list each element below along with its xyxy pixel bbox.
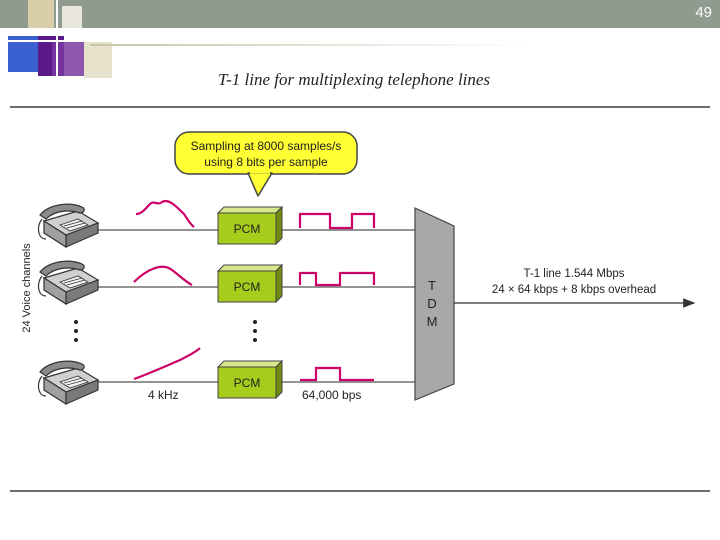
svg-text:PCM: PCM [234, 280, 261, 294]
decor-square-purple-2 [52, 42, 88, 76]
analog-signals [133, 199, 201, 381]
digital-signals [298, 212, 376, 382]
tdm-multiplexer: T D M [414, 207, 455, 401]
decor-hline [0, 40, 720, 42]
callout-line-2: using 8 bits per sample [204, 155, 328, 169]
pcm-encoder: PCM [216, 359, 284, 400]
top-rule [10, 106, 710, 108]
channel-wires [96, 229, 415, 383]
telephone-icon [37, 203, 99, 248]
decor-hline-fade [90, 44, 530, 46]
svg-text:PCM: PCM [234, 222, 261, 236]
decor-square-tan [28, 0, 54, 28]
pcm-encoder: PCM [216, 205, 284, 246]
bottom-rule [10, 490, 710, 492]
svg-text:D: D [427, 296, 436, 311]
svg-text:T: T [428, 278, 436, 293]
svg-text:M: M [427, 314, 438, 329]
decor-square-tan-2 [84, 40, 112, 78]
sampling-callout: Sampling at 8000 samples/s using 8 bits … [174, 131, 358, 197]
t1-rate-label: T-1 line 1.544 Mbps [523, 268, 624, 280]
telephone-icon [37, 260, 99, 305]
svg-text:PCM: PCM [234, 376, 261, 390]
slide-title: T-1 line for multiplexing telephone line… [217, 70, 491, 89]
callout-line-1: Sampling at 8000 samples/s [191, 139, 342, 153]
ellipsis-dots [74, 320, 257, 342]
t1-overhead-label: 24 × 64 kbps + 8 kbps overhead [492, 284, 656, 296]
analog-bandwidth-label: 4 kHz [148, 388, 179, 402]
header-bar [0, 0, 720, 28]
voice-channels-label: 24 Voice channels [21, 243, 33, 333]
pcm-encoder: PCM [216, 263, 284, 304]
slide-number: 49 [695, 4, 712, 21]
digital-rate-label: 64,000 bps [302, 388, 361, 402]
decor-square-light [62, 6, 82, 28]
telephone-icon [37, 360, 99, 405]
